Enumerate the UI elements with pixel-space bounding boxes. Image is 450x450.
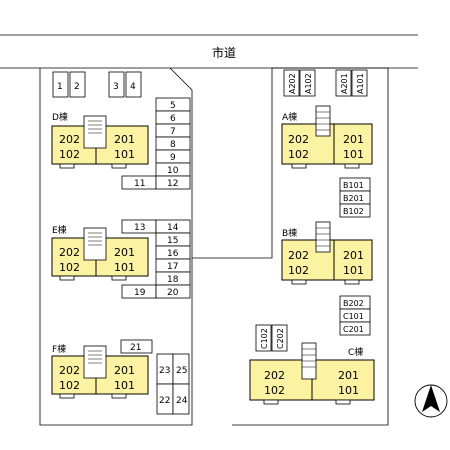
svg-text:B201: B201	[343, 194, 364, 203]
svg-text:201: 201	[343, 133, 364, 146]
svg-text:C201: C201	[343, 325, 364, 334]
svg-text:101: 101	[343, 148, 364, 161]
building-a-label: A棟	[282, 111, 297, 123]
building-b: B棟 202 102 201 101	[281, 221, 373, 285]
svg-text:10: 10	[167, 166, 179, 176]
svg-text:101: 101	[114, 261, 135, 274]
svg-text:B102: B102	[343, 207, 364, 216]
svg-text:18: 18	[167, 275, 179, 285]
svg-text:102: 102	[288, 264, 309, 277]
svg-text:2: 2	[74, 82, 80, 92]
parking-19-20: 19 20	[121, 284, 191, 299]
svg-text:202: 202	[288, 249, 309, 262]
svg-text:C101: C101	[343, 312, 364, 321]
svg-text:15: 15	[167, 236, 178, 246]
building-b-label: B棟	[282, 227, 297, 239]
svg-text:7: 7	[170, 127, 176, 137]
site-boundary-right	[192, 67, 389, 426]
svg-text:101: 101	[114, 379, 135, 392]
svg-text:202: 202	[264, 369, 285, 382]
svg-text:202: 202	[59, 133, 80, 146]
svg-text:22: 22	[159, 396, 170, 406]
svg-text:A102: A102	[304, 73, 313, 94]
svg-text:23: 23	[159, 366, 170, 376]
parking-22-25: 23 25 22 24	[156, 353, 190, 415]
parking-top-left: 1 2 3 4	[52, 71, 142, 98]
svg-text:24: 24	[176, 396, 188, 406]
svg-text:201: 201	[114, 246, 135, 259]
parking-13-14: 13 14	[121, 219, 191, 234]
svg-text:202: 202	[288, 133, 309, 146]
svg-text:8: 8	[170, 140, 176, 150]
mailboxes-b: B101 B201 B102	[339, 177, 371, 218]
building-a: A棟 202 102 201 101	[281, 105, 373, 169]
svg-text:201: 201	[114, 133, 135, 146]
svg-text:9: 9	[170, 153, 176, 163]
svg-text:B202: B202	[343, 299, 364, 308]
svg-text:102: 102	[59, 261, 80, 274]
parking-column-15-18: 15 16 17 18	[155, 232, 191, 286]
svg-text:19: 19	[134, 288, 146, 298]
svg-text:20: 20	[167, 288, 179, 298]
svg-text:102: 102	[59, 148, 80, 161]
svg-text:201: 201	[343, 249, 364, 262]
svg-text:201: 201	[114, 364, 135, 377]
building-d: D棟 202 102 201 101	[51, 111, 149, 169]
svg-text:202: 202	[59, 364, 80, 377]
svg-text:16: 16	[167, 249, 179, 259]
svg-text:102: 102	[264, 384, 285, 397]
svg-text:102: 102	[288, 148, 309, 161]
parking-column-5-10: 5 6 7 8 9 10	[155, 97, 191, 177]
svg-text:12: 12	[167, 179, 178, 189]
svg-text:21: 21	[130, 343, 141, 353]
building-c: C棟 202 102 201 101	[249, 342, 375, 405]
mailboxes-top: A202 A102 A201 A101	[283, 69, 368, 97]
svg-text:201: 201	[338, 369, 359, 382]
svg-text:5: 5	[170, 101, 176, 111]
building-f: F棟 202 102 201 101	[51, 343, 149, 399]
building-d-label: D棟	[52, 111, 68, 123]
building-e-label: E棟	[52, 224, 67, 236]
building-e: E棟 202 102 201 101	[51, 224, 149, 281]
north-arrow-icon	[414, 384, 448, 418]
svg-text:17: 17	[167, 262, 178, 272]
svg-text:B101: B101	[343, 181, 364, 190]
svg-text:25: 25	[176, 366, 187, 376]
svg-text:A202: A202	[288, 73, 297, 94]
road-label: 市道	[212, 45, 236, 60]
mailboxes-c-vertical: C102 C202	[255, 324, 288, 352]
svg-text:13: 13	[134, 223, 145, 233]
svg-text:14: 14	[167, 223, 179, 233]
svg-text:C102: C102	[260, 328, 269, 349]
svg-text:101: 101	[114, 148, 135, 161]
parking-21: 21	[120, 339, 153, 354]
building-f-label: F棟	[52, 343, 66, 355]
parking-11-12: 11 12	[121, 175, 191, 190]
svg-text:A101: A101	[356, 73, 365, 94]
building-c-label: C棟	[348, 346, 363, 358]
svg-text:3: 3	[113, 82, 119, 92]
svg-text:A201: A201	[340, 73, 349, 94]
svg-text:101: 101	[338, 384, 359, 397]
svg-text:4: 4	[130, 82, 136, 92]
svg-text:202: 202	[59, 246, 80, 259]
svg-text:C202: C202	[276, 328, 285, 349]
mailboxes-c: B202 C101 C201	[339, 295, 371, 336]
svg-text:101: 101	[343, 264, 364, 277]
svg-text:1: 1	[57, 82, 63, 92]
site-boundary-left	[39, 67, 193, 426]
svg-text:6: 6	[170, 114, 176, 124]
svg-text:11: 11	[134, 179, 145, 189]
svg-text:102: 102	[59, 379, 80, 392]
